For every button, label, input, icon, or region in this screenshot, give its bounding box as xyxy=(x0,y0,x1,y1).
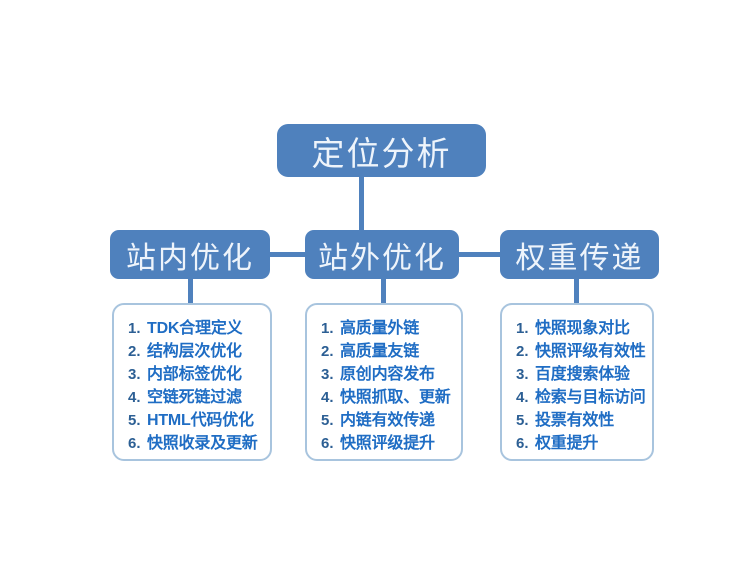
connector-middle-to-right xyxy=(455,252,505,257)
list-item-label: 空链死链过滤 xyxy=(147,389,242,406)
connector-middle-to-panel xyxy=(381,277,386,307)
node-branch-1[interactable]: 站内优化 xyxy=(110,230,270,279)
list-item-number: 3. xyxy=(321,366,334,383)
list-item[interactable]: 5. HTML代码优化 xyxy=(128,406,270,429)
list-item[interactable]: 6. 快照评级提升 xyxy=(321,429,461,452)
list-item[interactable]: 2. 高质量友链 xyxy=(321,337,461,360)
list-item[interactable]: 4. 空链死链过滤 xyxy=(128,383,270,406)
list-item-label: 快照评级提升 xyxy=(340,435,435,452)
list-item-label: 快照现象对比 xyxy=(535,320,630,337)
list-item-label: 投票有效性 xyxy=(535,412,615,429)
list-item-label: 原创内容发布 xyxy=(340,366,435,383)
list-panel-2: 1. 高质量外链 2. 高质量友链 3. 原创内容发布 4. 快照抓取、更新 5… xyxy=(305,303,463,461)
list-item-number: 4. xyxy=(516,389,529,406)
list-item[interactable]: 2. 快照评级有效性 xyxy=(516,337,652,360)
list-item-number: 5. xyxy=(516,412,529,429)
list-item[interactable]: 1. TDK合理定义 xyxy=(128,314,270,337)
list-item-label: 高质量友链 xyxy=(340,343,420,360)
list-item-number: 1. xyxy=(516,320,529,337)
list-item-label: 权重提升 xyxy=(535,435,599,452)
list-panel-3: 1. 快照现象对比 2. 快照评级有效性 3. 百度搜索体验 4. 检索与目标访… xyxy=(500,303,654,461)
list-item[interactable]: 4. 快照抓取、更新 xyxy=(321,383,461,406)
node-branch-2-label: 站外优化 xyxy=(318,241,446,275)
node-branch-2[interactable]: 站外优化 xyxy=(305,230,459,279)
list-item-number: 4. xyxy=(321,389,334,406)
list-item-number: 2. xyxy=(516,343,529,360)
list-item-number: 3. xyxy=(516,366,529,383)
list-item-number: 5. xyxy=(128,412,141,429)
list-item-number: 6. xyxy=(128,435,141,452)
list-item-number: 5. xyxy=(321,412,334,429)
connector-root-to-middle xyxy=(359,177,364,232)
list-item[interactable]: 4. 检索与目标访问 xyxy=(516,383,652,406)
list-item-number: 2. xyxy=(321,343,334,360)
connector-left-to-middle xyxy=(265,252,310,257)
list-item[interactable]: 3. 内部标签优化 xyxy=(128,360,270,383)
list-item-number: 2. xyxy=(128,343,141,360)
node-root[interactable]: 定位分析 xyxy=(277,124,486,177)
list-item[interactable]: 5. 内链有效传递 xyxy=(321,406,461,429)
list-item-number: 1. xyxy=(321,320,334,337)
list-1: 1. TDK合理定义 2. 结构层次优化 3. 内部标签优化 4. 空链死链过滤… xyxy=(114,314,270,452)
list-item[interactable]: 3. 百度搜索体验 xyxy=(516,360,652,383)
list-item-label: 检索与目标访问 xyxy=(535,389,646,406)
node-branch-3[interactable]: 权重传递 xyxy=(500,230,659,279)
list-item-number: 4. xyxy=(128,389,141,406)
list-2: 1. 高质量外链 2. 高质量友链 3. 原创内容发布 4. 快照抓取、更新 5… xyxy=(307,314,461,452)
list-item-label: HTML代码优化 xyxy=(147,412,254,429)
list-item[interactable]: 3. 原创内容发布 xyxy=(321,360,461,383)
list-item[interactable]: 1. 快照现象对比 xyxy=(516,314,652,337)
list-item-label: 百度搜索体验 xyxy=(535,366,630,383)
list-item[interactable]: 6. 权重提升 xyxy=(516,429,652,452)
node-branch-1-label: 站内优化 xyxy=(126,241,254,275)
list-item-number: 1. xyxy=(128,320,141,337)
list-item-number: 3. xyxy=(128,366,141,383)
list-item-label: 高质量外链 xyxy=(340,320,420,337)
connector-left-to-panel xyxy=(188,277,193,307)
list-item-label: 快照评级有效性 xyxy=(535,343,646,360)
node-branch-3-label: 权重传递 xyxy=(515,241,644,275)
node-root-label: 定位分析 xyxy=(311,134,452,172)
connector-right-to-panel xyxy=(574,277,579,307)
list-item-number: 6. xyxy=(321,435,334,452)
list-item-label: 结构层次优化 xyxy=(147,343,242,360)
list-item-label: 内链有效传递 xyxy=(340,412,435,429)
list-3: 1. 快照现象对比 2. 快照评级有效性 3. 百度搜索体验 4. 检索与目标访… xyxy=(502,314,652,452)
list-item-label: 快照抓取、更新 xyxy=(340,389,451,406)
list-item-label: 内部标签优化 xyxy=(147,366,242,383)
list-item-number: 6. xyxy=(516,435,529,452)
list-item[interactable]: 1. 高质量外链 xyxy=(321,314,461,337)
list-item[interactable]: 6. 快照收录及更新 xyxy=(128,429,270,452)
list-item-label: 快照收录及更新 xyxy=(147,435,258,452)
list-item[interactable]: 5. 投票有效性 xyxy=(516,406,652,429)
list-item-label: TDK合理定义 xyxy=(147,320,243,337)
list-item[interactable]: 2. 结构层次优化 xyxy=(128,337,270,360)
list-panel-1: 1. TDK合理定义 2. 结构层次优化 3. 内部标签优化 4. 空链死链过滤… xyxy=(112,303,272,461)
